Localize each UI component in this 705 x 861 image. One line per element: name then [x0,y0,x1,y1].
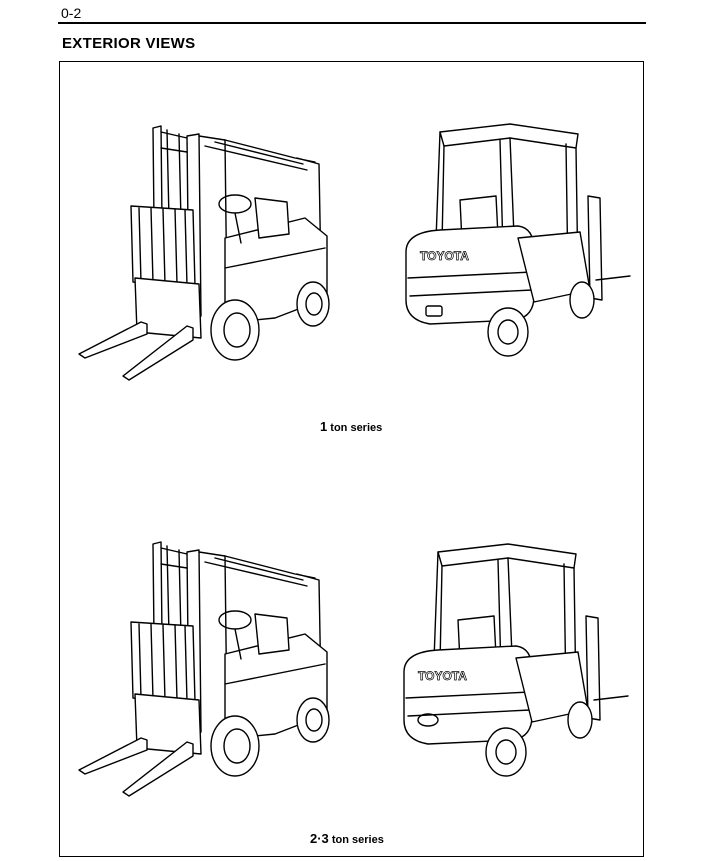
forklift-front-view-2-3ton [78,541,330,797]
brand-logo: TOYOTA [418,669,467,683]
caption-2-3-ton-series: 2·3 ton series [310,831,384,846]
caption-number: 1 [320,419,328,434]
caption-1-ton-series: 1 ton series [320,419,382,434]
caption-text: ton series [328,834,384,846]
header-rule [58,22,646,24]
caption-text: ton series [327,422,383,434]
caption-number: 2·3 [310,831,329,846]
page-title: EXTERIOR VIEWS [62,35,196,52]
forklift-rear-view-2-3ton: TOYOTA [403,543,629,777]
figure-frame [59,61,644,857]
page-number: 0-2 [61,5,82,21]
brand-logo: TOYOTA [420,249,469,263]
forklift-rear-view-1ton: TOYOTA [405,123,631,357]
forklift-front-view-1ton [78,125,330,381]
